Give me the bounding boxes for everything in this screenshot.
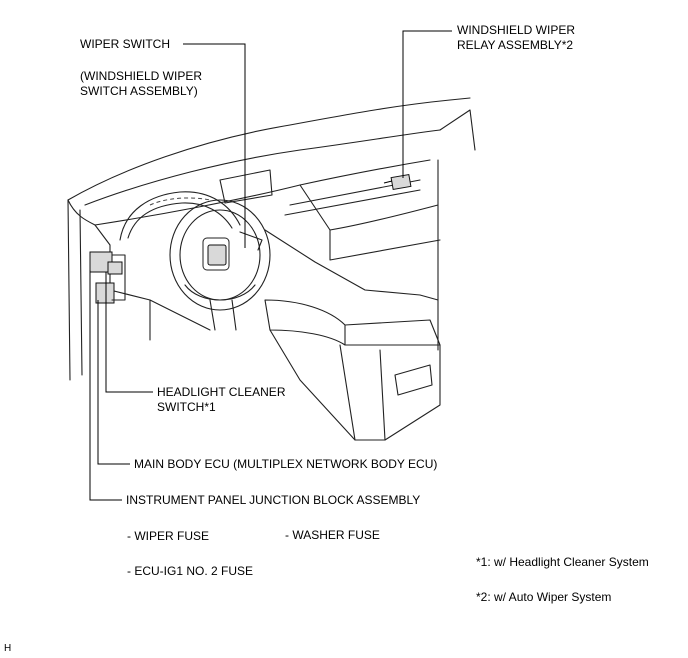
cluster-hood [119,191,241,241]
main-body-ecu-label: MAIN BODY ECU (MULTIPLEX NETWORK BODY EC… [134,457,438,471]
wiper-switch-sub-label-1: (WINDSHIELD WIPER [80,69,203,83]
leader-lines [89,30,452,501]
leader-junction-block [89,270,122,501]
dashboard-top [67,159,431,226]
steering-wheel [169,199,271,311]
headlight-cleaner-label-2: SWITCH*1 [157,400,216,414]
ecu-ig1-fuse-label: - ECU-IG1 NO. 2 FUSE [127,564,254,578]
windshield-outline [67,97,471,201]
headlight-cleaner-label-1: HEADLIGHT CLEANER [157,385,286,399]
washer-fuse-label: - WASHER FUSE [285,528,380,542]
main-body-ecu-part [95,282,115,304]
wiper-fuse-label: - WIPER FUSE [127,529,210,543]
footnote-1: *1: w/ Headlight Cleaner System [476,555,649,569]
leader-headlight-cleaner [105,272,153,393]
footnote-2: *2: w/ Auto Wiper System [476,590,612,604]
leader-main-body-ecu [97,300,130,465]
wiper-relay-part [390,173,412,191]
headlight-cleaner-switch-part [107,261,123,275]
wiper-relay-label-2: RELAY ASSEMBLY*2 [457,38,574,52]
leader-wiper-relay [402,30,452,178]
wiper-switch-part [207,244,227,266]
wiper-relay-label-1: WINDSHIELD WIPER [457,23,576,37]
wiper-switch-sub-label-2: SWITCH ASSEMBLY) [80,84,198,98]
leader-wiper-switch [183,43,246,248]
center-console [264,299,346,346]
wiper-switch-label: WIPER SWITCH [80,37,170,51]
junction-block-label: INSTRUMENT PANEL JUNCTION BLOCK ASSEMBLY [126,493,421,507]
corner-mark: H [4,643,12,654]
